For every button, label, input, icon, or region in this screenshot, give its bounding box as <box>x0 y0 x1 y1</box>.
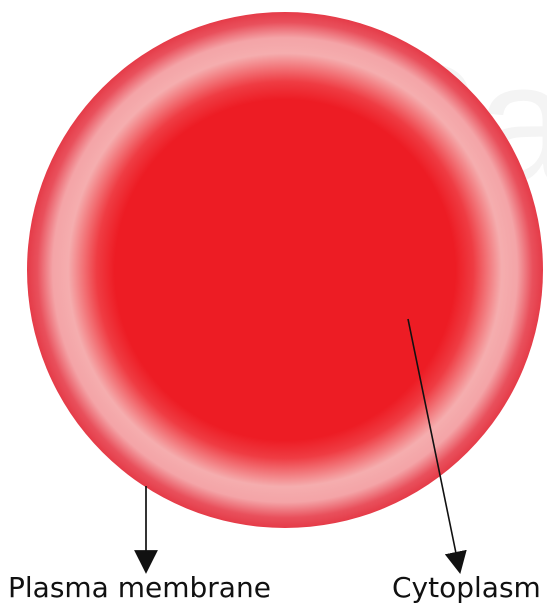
plasma-membrane-label: Plasma membrane <box>8 574 271 602</box>
cell-body <box>27 12 543 528</box>
cytoplasm-label: Cytoplasm <box>392 574 541 602</box>
